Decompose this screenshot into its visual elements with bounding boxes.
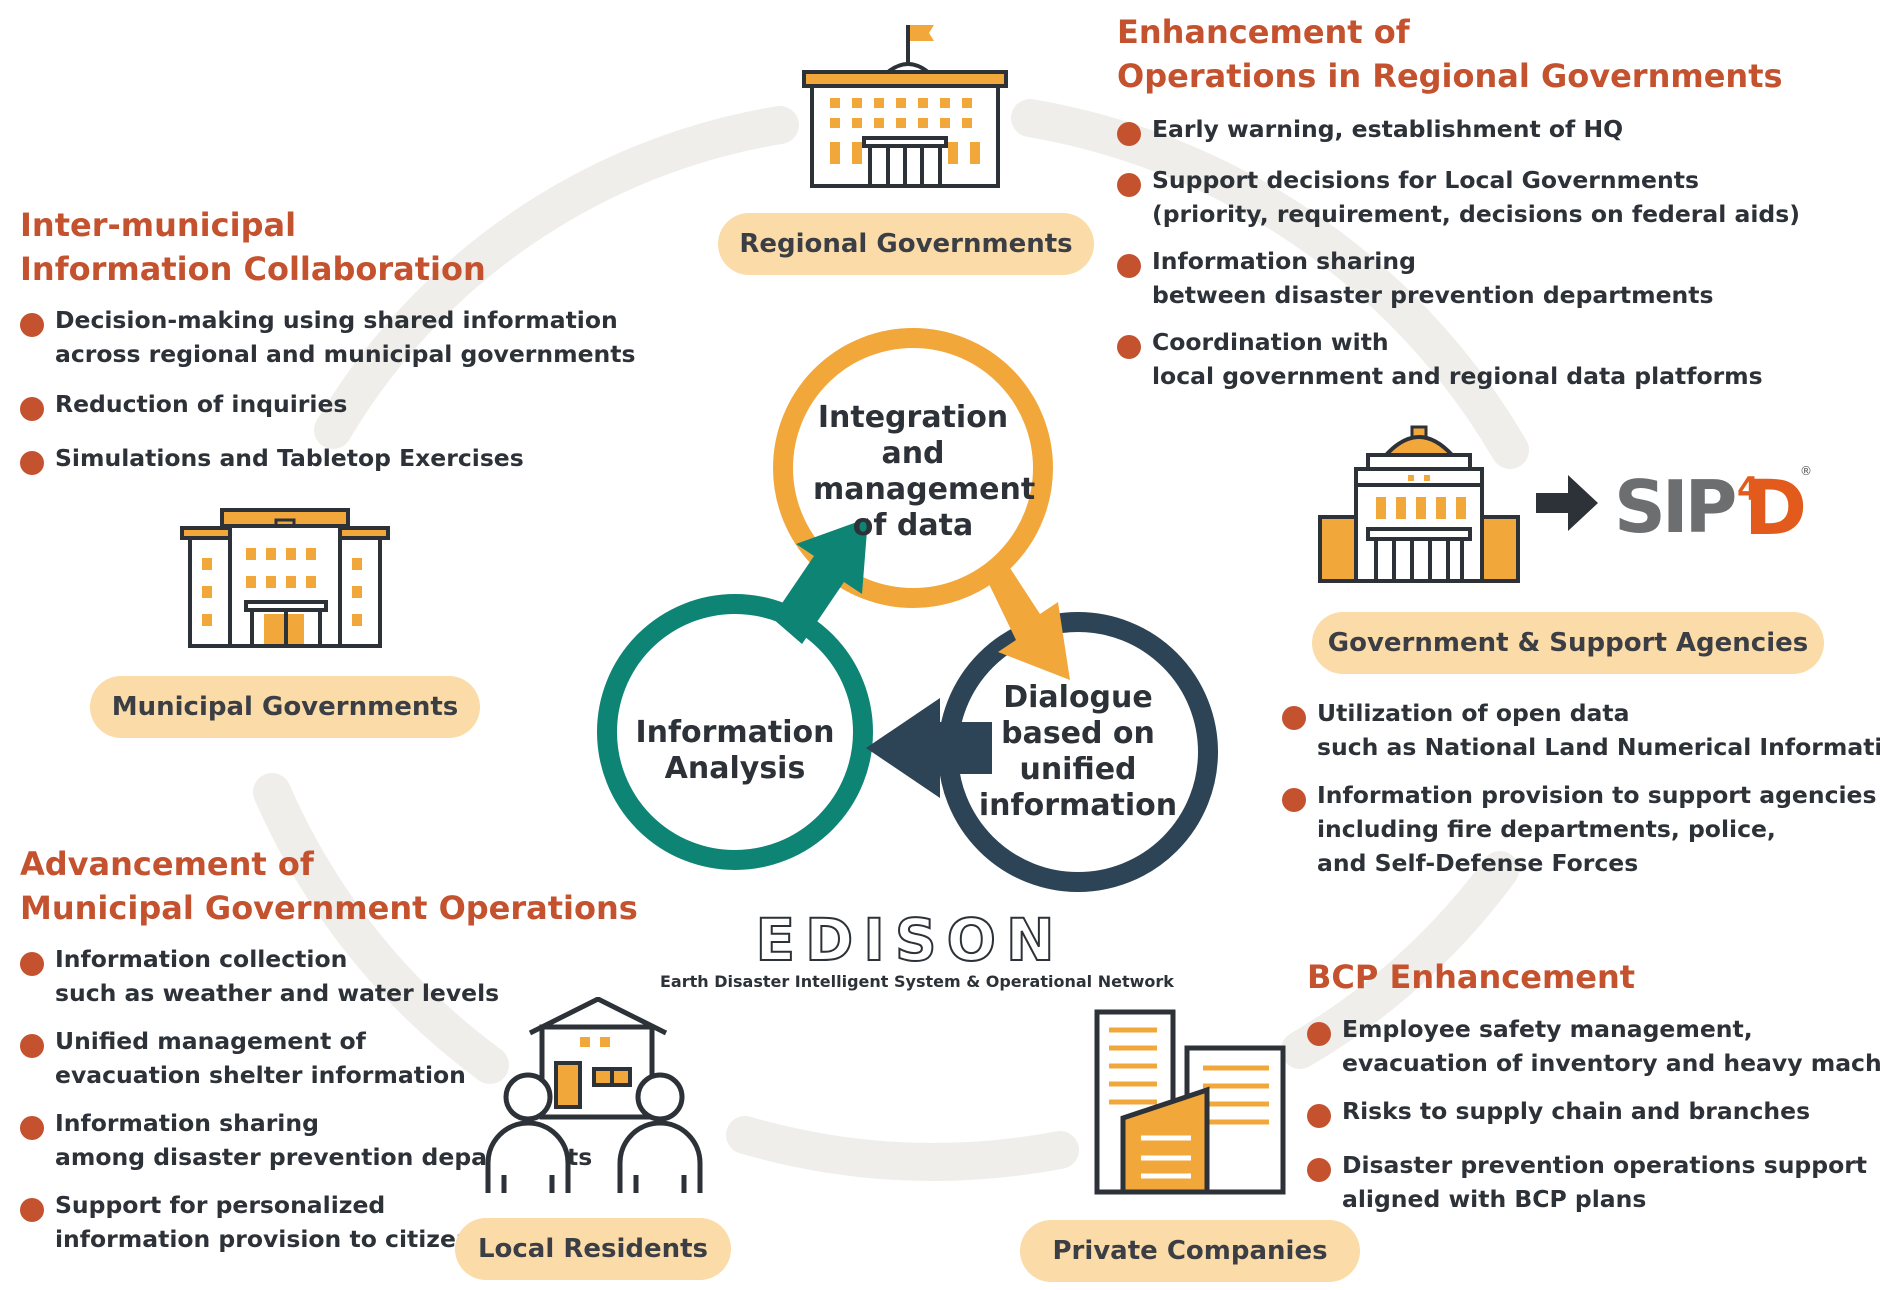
- list-item: Employee safety management,evacuation of…: [1307, 1012, 1880, 1080]
- list-item: Simulations and Tabletop Exercises: [20, 441, 635, 475]
- ring-arc-bottom: [726, 1116, 1079, 1181]
- registered-mark: ®: [1800, 464, 1812, 478]
- bcp-title: BCP Enhancement: [1307, 958, 1636, 996]
- private-companies-pill: Private Companies: [1020, 1220, 1360, 1282]
- bcp-list: Employee safety management,evacuation of…: [1307, 1012, 1880, 1236]
- ring-arc-top-right: [1011, 99, 1529, 469]
- list-item: Risks to supply chain and branches: [1307, 1094, 1880, 1128]
- inter-municipal-list: Decision-making using shared information…: [20, 303, 635, 495]
- ring-arc-bottom-left: [253, 773, 509, 1084]
- regional-ops-title: Enhancement of Operations in Regional Go…: [1117, 13, 1783, 95]
- municipal-governments-pill: Municipal Governments: [90, 676, 480, 738]
- municipal-government-building-icon: [180, 508, 390, 648]
- ring-arc-top-left: [314, 106, 799, 449]
- sip4d-logo: SIP D 4 ®: [1614, 463, 1814, 552]
- support-agencies-pill: Government & Support Agencies: [1312, 612, 1824, 674]
- cycle-diagram: [597, 328, 1218, 892]
- regional-governments-pill: Regional Governments: [718, 213, 1094, 275]
- edison-logo: EDISON: [755, 912, 1065, 972]
- municipal-ops-title: Advancement of Municipal Government Oper…: [20, 845, 638, 927]
- arrow-analysis-to-integration: [772, 518, 868, 644]
- list-item: Information provision to support agencie…: [1282, 778, 1880, 880]
- arrow-right-icon: [1536, 475, 1598, 531]
- local-residents-pill: Local Residents: [455, 1218, 731, 1280]
- inter-municipal-title: Inter-municipal Information Collaboratio…: [20, 206, 486, 288]
- local-residents-icon: [485, 997, 703, 1193]
- svg-text:SIP: SIP: [1614, 465, 1735, 544]
- svg-text:4: 4: [1737, 470, 1759, 508]
- list-item: Reduction of inquiries: [20, 387, 635, 421]
- regional-ops-list: Early warning, establishment of HQ Suppo…: [1117, 112, 1800, 413]
- arrow-dialogue-to-analysis: [866, 698, 992, 798]
- analysis-circle: [597, 594, 873, 870]
- regional-government-building-icon: [802, 25, 1008, 188]
- list-item: Early warning, establishment of HQ: [1117, 112, 1800, 146]
- edison-subtitle: Earth Disaster Intelligent System & Oper…: [660, 972, 1174, 991]
- private-companies-icon: [1094, 1009, 1286, 1195]
- svg-text:D: D: [1744, 464, 1807, 544]
- list-item: Support decisions for Local Governments(…: [1117, 163, 1800, 231]
- list-item: Decision-making using shared information…: [20, 303, 635, 371]
- sip4d-logo-graphic: SIP D 4: [1614, 463, 1807, 552]
- edison-logo-text: EDISON: [756, 912, 1065, 972]
- arrow-integration-to-dialogue: [988, 568, 1070, 680]
- agency-building-icon: [1318, 425, 1520, 583]
